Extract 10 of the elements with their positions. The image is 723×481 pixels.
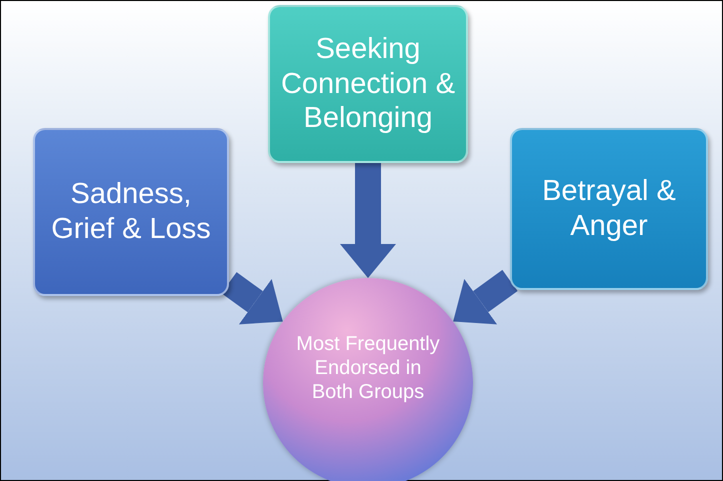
node-label: Betrayal & Anger (541, 174, 677, 244)
block-arrow (340, 163, 396, 278)
category-box (510, 128, 708, 290)
block-arrow (221, 272, 283, 324)
category-box (33, 128, 229, 296)
node-label: Seeking Connection & Belonging (280, 32, 456, 136)
node-label: Sadness, Grief & Loss (50, 177, 212, 247)
category-box (268, 5, 468, 163)
block-arrow (453, 270, 518, 324)
node-label: Most Frequently Endorsed in Both Groups (295, 332, 441, 404)
